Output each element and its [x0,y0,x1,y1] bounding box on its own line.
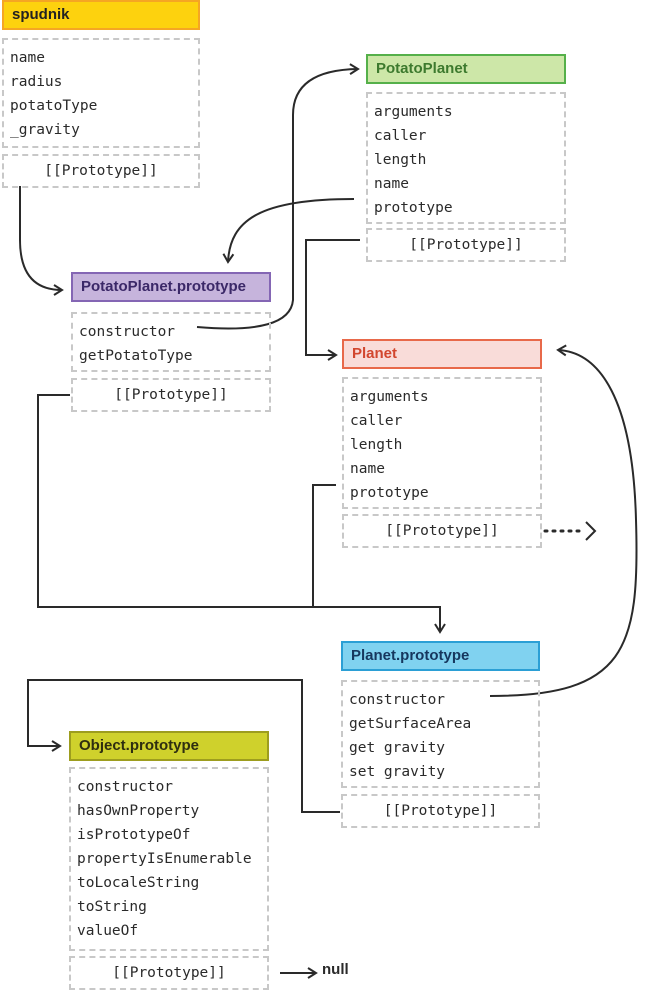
property: hasOwnProperty [77,803,200,819]
property: prototype [374,200,453,216]
property: name [10,50,45,66]
planet-function-proto-arrowhead [585,521,597,541]
property: constructor [77,779,174,795]
potato-planet-proto-arrow [305,239,360,361]
property: name [374,176,409,192]
property: propertyIsEnumerable [77,851,252,867]
potato-planet-title: PotatoPlanet [366,54,566,84]
spudnik-prototype-slot: [[Prototype]] [2,154,200,188]
property: caller [374,128,427,144]
potato-planet-properties: arguments caller length name prototype [366,92,566,224]
property: length [350,437,403,453]
property: isPrototypeOf [77,827,191,843]
property: radius [10,74,63,90]
property: valueOf [77,923,139,939]
planet-properties: arguments caller length name prototype [342,377,542,509]
object-prototype-prototype-slot: [[Prototype]] [69,956,269,990]
property: potatoType [10,98,98,114]
property: get gravity [349,740,446,756]
potato-planet-prototype-arrow [222,198,355,264]
planet-prototype-slot: [[Prototype]] [342,514,542,548]
property: name [350,461,385,477]
property: caller [350,413,403,429]
property: prototype [350,485,429,501]
object-prototype-properties: constructor hasOwnProperty isPrototypeOf… [69,767,269,951]
property: _gravity [10,122,80,138]
planet-prototype-properties: constructor getSurfaceArea get gravity s… [341,680,540,788]
property: set gravity [349,764,446,780]
property: length [374,152,427,168]
property: toLocaleString [77,875,200,891]
property: toString [77,899,147,915]
potato-planet-prototype-title: PotatoPlanet.prototype [71,272,271,302]
property: constructor [349,692,446,708]
property: getPotatoType [79,348,193,364]
object-prototype-title: Object.prototype [69,731,269,761]
property: arguments [350,389,429,405]
planet-prototype-title: Planet.prototype [341,641,540,671]
spudnik-title: spudnik [2,0,200,30]
property: constructor [79,324,176,340]
spudnik-properties: name radius potatoType _gravity [2,38,200,148]
potato-planet-prototype-prototype-slot: [[Prototype]] [71,378,271,412]
planet-prototype-prototype-slot: [[Prototype]] [341,794,540,828]
spudnik-proto-arrow [19,186,64,296]
potato-planet-prototype-properties: constructor getPotatoType [71,312,271,372]
null-label: null [322,961,349,978]
property: arguments [374,104,453,120]
potato-planet-prototype-slot: [[Prototype]] [366,228,566,262]
property: getSurfaceArea [349,716,472,732]
planet-title: Planet [342,339,542,369]
planet-prototype-arrow [312,484,336,607]
